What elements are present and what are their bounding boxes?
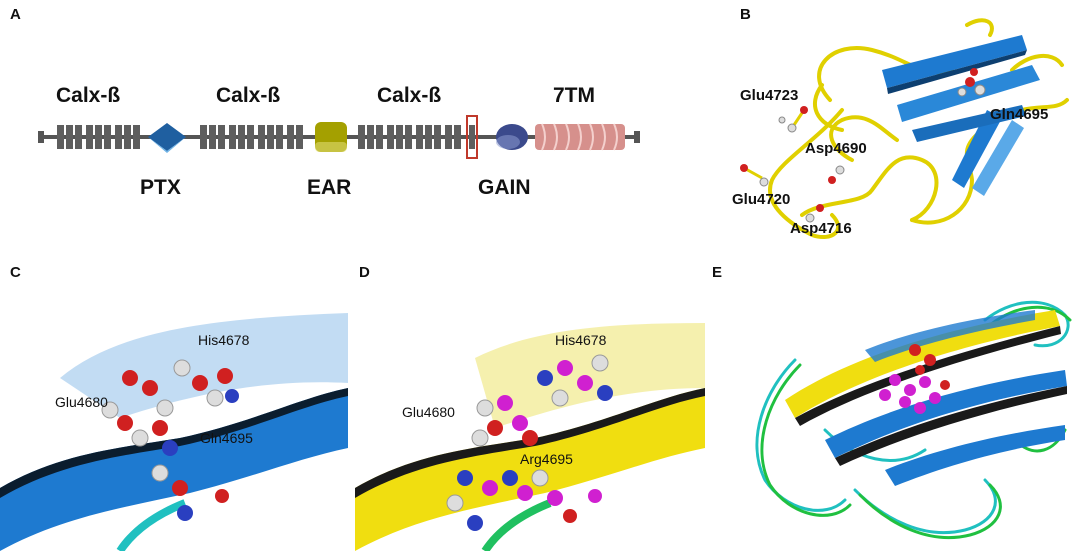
domain-label-ptx: PTX bbox=[140, 176, 181, 199]
panel-d-letter: D bbox=[359, 264, 370, 281]
backbone-n-cap bbox=[38, 131, 44, 143]
domain-label-calx-2: Calx-ß bbox=[216, 84, 281, 107]
residue-label-glu4680-c: Glu4680 bbox=[55, 394, 108, 410]
residue-label-asp4716: Asp4716 bbox=[790, 220, 852, 237]
calx-beta-group-3 bbox=[358, 125, 461, 149]
panel-b-structure bbox=[740, 18, 1069, 239]
superposed-strands bbox=[785, 310, 1067, 486]
panel-e-structure bbox=[755, 300, 1072, 540]
domain-label-gain: GAIN bbox=[478, 176, 531, 199]
residue-label-gln4695-c: Gln4695 bbox=[200, 430, 253, 446]
residue-sticks bbox=[740, 68, 986, 223]
beta-strands bbox=[882, 35, 1040, 196]
seven-tm-helices bbox=[535, 123, 625, 151]
residue-label-glu4680-d: Glu4680 bbox=[402, 404, 455, 420]
calx-beta-group-1 bbox=[57, 125, 140, 149]
ligand-balls-e bbox=[879, 344, 950, 414]
residue-balls-c bbox=[101, 359, 239, 521]
domain-label-calx-3: Calx-ß bbox=[377, 84, 442, 107]
domain-label-calx-1: Calx-ß bbox=[56, 84, 121, 107]
residue-label-glu4723: Glu4723 bbox=[740, 87, 799, 104]
residue-label-glu4720: Glu4720 bbox=[732, 191, 791, 208]
backbone-c-cap bbox=[634, 131, 640, 143]
residue-balls-d bbox=[446, 354, 613, 531]
residue-label-his4678-c: His4678 bbox=[198, 332, 250, 348]
residue-label-arg4695-d: Arg4695 bbox=[520, 451, 573, 467]
ptx-domain-shape bbox=[148, 123, 186, 151]
residue-label-his4678-d: His4678 bbox=[555, 332, 607, 348]
domain-label-ear: EAR bbox=[307, 176, 352, 199]
panel-b-letter: B bbox=[740, 6, 751, 23]
panel-c-letter: C bbox=[10, 264, 21, 281]
panel-c-structure bbox=[0, 313, 348, 551]
panel-d-structure bbox=[355, 323, 705, 551]
residue-label-gln4695: Gln4695 bbox=[990, 106, 1049, 123]
residue-label-asp4690: Asp4690 bbox=[805, 140, 867, 157]
panel-a-letter: A bbox=[10, 6, 21, 23]
calx-beta-group-2 bbox=[200, 125, 303, 149]
highlighted-calx-box bbox=[466, 115, 478, 159]
panel-e-letter: E bbox=[712, 264, 723, 281]
domain-label-7tm: 7TM bbox=[553, 84, 595, 107]
domain-architecture bbox=[38, 115, 640, 159]
